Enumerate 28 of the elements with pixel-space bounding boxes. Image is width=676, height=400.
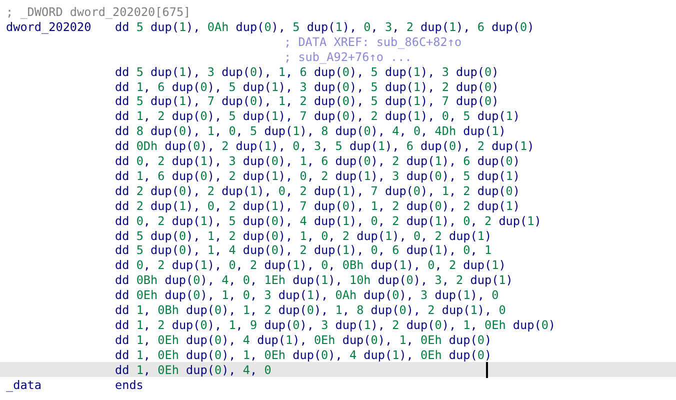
code-line: dd 1, 2 dup(0), 1, 9 dup(0), 3 dup(1), 2 dup(0), 1, 0Eh dup(0) (115, 318, 556, 332)
code-line: dd 5 dup(0), 1, 2 dup(0), 1, 0, 2 dup(1), 0, 2 dup(1) (115, 228, 492, 242)
code-line: dd 1, 2 dup(0), 5 dup(1), 7 dup(0), 2 dup(1), 0, 5 dup(1) (115, 109, 520, 124)
code-line: dd 2 dup(1), 0, 2 dup(1), 7 dup(0), 1, 2 dup(0), 2 dup(1) (115, 198, 520, 213)
code-line: dd 0Dh dup(0), 2 dup(1), 0, 3, 5 dup(1), 6 dup(0), 2 dup(1) (115, 139, 534, 154)
code-line: dd 0, 2 dup(1), 0, 2 dup(1), 0, 0Bh dup(1), 0, 2 dup(1) (115, 258, 506, 272)
xref-comment: ; DATA XREF: sub_86C+82↑o (284, 34, 462, 49)
code-line: dd 1, 0Eh dup(0), 4 dup(1), 0Eh dup(0), 1, 0Eh dup(0) (115, 332, 492, 347)
code-line: dd 5 dup(1), 0Ah dup(0), 5 dup(1), 0, 3, 2 dup(1), 6 dup(0) (115, 20, 534, 34)
code-line: dd 1, 6 dup(0), 5 dup(1), 3 dup(0), 5 dup(1), 2 dup(0) (115, 80, 499, 94)
label-name: dword_202020 (6, 20, 92, 34)
code-line: dd 0, 2 dup(1), 3 dup(0), 1, 6 dup(0), 2 dup(1), 6 dup(0) (115, 154, 520, 168)
code-line: dd 1, 0Bh dup(0), 1, 2 dup(0), 1, 8 dup(0), 2 dup(1), 0 (115, 303, 506, 317)
code-line: dd 0Bh dup(0), 4, 0, 1Eh dup(1), 10h dup(0), 3, 2 dup(1) (115, 273, 513, 288)
code-line: dd 5 dup(1), 7 dup(0), 1, 2 dup(0), 5 dup(1), 7 dup(0) (115, 94, 499, 108)
xref-comment: ; sub_A92+76↑o ... (284, 50, 412, 64)
code-line: dd 5 dup(0), 1, 4 dup(0), 2 dup(1), 0, 6 dup(1), 0, 1 (115, 243, 492, 258)
code-keyword: ends (115, 378, 144, 392)
code-line: dd 2 dup(0), 2 dup(1), 0, 2 dup(1), 7 dup(0), 1, 2 dup(0) (115, 184, 520, 198)
comment-text: ; _DWORD dword_202020[675] (6, 5, 191, 19)
code-line: dd 0Eh dup(0), 1, 0, 3 dup(1), 0Ah dup(0), 3 dup(1), 0 (115, 288, 499, 302)
code-line: dd 1, 6 dup(0), 2 dup(1), 0, 2 dup(1), 3 dup(0), 5 dup(1) (115, 168, 520, 183)
code-line: dd 0, 2 dup(1), 5 dup(0), 4 dup(1), 0, 2 dup(1), 0, 2 dup(1) (115, 214, 542, 228)
code-line: dd 5 dup(1), 3 dup(0), 1, 6 dup(0), 5 dup(1), 3 dup(0) (115, 64, 499, 79)
code-line: dd 1, 0Eh dup(0), 4, 0 (115, 362, 272, 377)
code-line: dd 8 dup(0), 1, 0, 5 dup(1), 8 dup(0), 4, 0, 4Dh dup(1) (115, 124, 506, 138)
label-name: _data (6, 378, 42, 392)
code-line: dd 1, 0Eh dup(0), 1, 0Eh dup(0), 4 dup(1), 0Eh dup(0) (115, 348, 492, 362)
